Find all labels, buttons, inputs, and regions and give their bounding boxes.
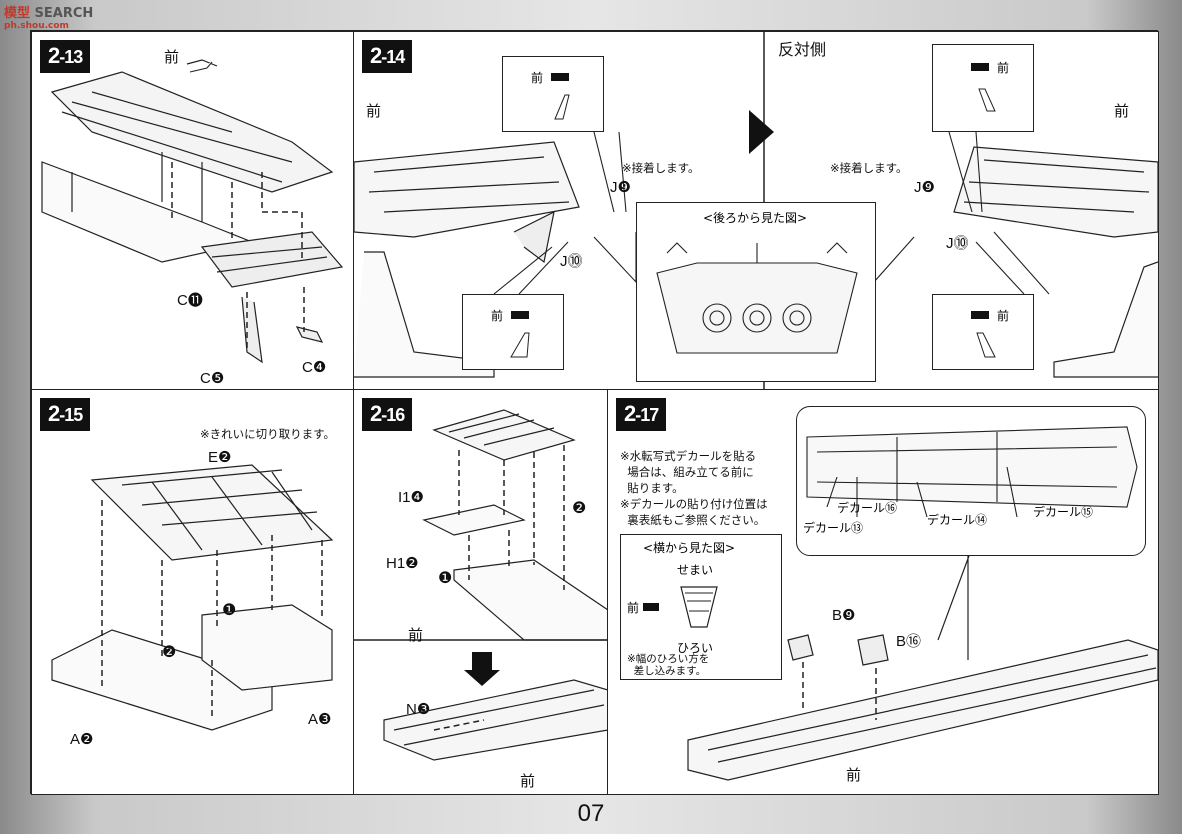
step-major: 2 — [370, 43, 382, 68]
front-label: 前 — [408, 627, 424, 644]
step-badge: 2-17 — [616, 398, 667, 431]
side-view-title: <横から見た図> — [643, 541, 736, 555]
illustration-2-16 — [354, 409, 608, 761]
cut-note: ※きれいに切り取ります。 — [200, 427, 335, 441]
decal-position-callout: デカール⑯ デカール⑬ デカール⑭ デカール⑮ — [796, 406, 1146, 556]
arrow-right-icon — [971, 311, 989, 319]
insert-note: ※幅のひろい方を 差し込みます。 — [627, 653, 710, 677]
watermark-sub: ph.shou.com — [4, 21, 69, 31]
step-badge: 2-14 — [362, 40, 413, 73]
part-sketch — [554, 94, 570, 120]
glue-note-right: ※接着します。 — [830, 161, 908, 175]
decal-15: デカール⑮ — [1033, 505, 1094, 519]
part-label-i1-4: I1❹ — [398, 489, 424, 506]
decal-note: ※水転写式デカールを貼る 場合は、組み立てる前に 貼ります。 ※デカールの貼り付… — [620, 449, 768, 527]
front-label: 前 — [491, 309, 504, 323]
detail-j10-left: 前 — [462, 294, 564, 370]
watermark-brand: 模型 — [4, 6, 31, 21]
order-1: ❶ — [222, 602, 237, 619]
part-label-b16: B⑯ — [896, 633, 922, 650]
part-label-n3: N❸ — [406, 701, 431, 718]
step-major: 2 — [624, 401, 636, 426]
arrow-left-icon — [551, 73, 569, 81]
rear-view-sketch — [656, 242, 858, 354]
step-minor: -17 — [635, 405, 659, 425]
step-major: 2 — [370, 401, 382, 426]
decal-14: デカール⑭ — [927, 513, 988, 527]
step-minor: -13 — [59, 47, 83, 67]
order-1: ❶ — [438, 570, 453, 587]
front-label: 前 — [997, 61, 1010, 75]
side-part-sketch — [680, 586, 718, 628]
narrow-label: せまい — [677, 563, 714, 577]
panel-2-15: 2-15 ※きれいに切り取ります。 E❷ A❷ A❸ ❶ ❷ — [31, 389, 355, 795]
arrow-left-icon — [643, 603, 659, 611]
arrow-left-icon — [511, 311, 529, 319]
opposite-side-label: 反対側 — [778, 42, 827, 59]
part-label-c4: C❹ — [302, 359, 327, 376]
wide-label: ひろい — [677, 641, 714, 655]
step-badge: 2-16 — [362, 398, 413, 431]
front-label-2: 前 — [520, 773, 536, 790]
watermark-text: SEARCH — [34, 6, 94, 21]
step-minor: -15 — [59, 405, 83, 425]
arrow-right-icon — [971, 63, 989, 71]
detail-j10-right: 前 — [932, 294, 1034, 370]
part-sketch — [510, 332, 530, 358]
front-label-2: 前 — [846, 767, 862, 784]
rear-view-box: <後ろから見た図> — [636, 202, 876, 382]
side-view-box: <横から見た図> せまい ひろい 前 ※幅のひろい方を 差し込みます。 — [620, 534, 782, 680]
front-label: 前 — [164, 49, 180, 66]
panel-2-17: 2-17 ※水転写式デカールを貼る 場合は、組み立てる前に 貼ります。 ※デカー… — [607, 389, 1159, 795]
instruction-sheet: 2-13 前 C⓫ C❹ C❺ — [30, 30, 1159, 795]
part-label-e2: E❷ — [208, 449, 232, 466]
part-sketch — [976, 332, 996, 358]
part-label-j9-left: J❾ — [610, 179, 631, 196]
part-label-c5: C❺ — [200, 370, 225, 387]
step-badge: 2-13 — [40, 40, 91, 73]
part-label-c11: C⓫ — [177, 292, 203, 309]
decal-16: デカール⑯ — [837, 501, 898, 515]
part-label-j10-right: J⓾ — [946, 235, 969, 252]
step-minor: -16 — [381, 405, 405, 425]
front-label: 前 — [627, 601, 640, 615]
order-2: ❷ — [572, 500, 587, 517]
part-label-h1-2: H1❷ — [386, 555, 419, 572]
front-label: 前 — [997, 309, 1010, 323]
part-label-a2: A❷ — [70, 731, 94, 748]
rear-view-title: <後ろから見た図> — [703, 211, 808, 225]
part-label-b9: B❾ — [832, 607, 856, 624]
detail-j9-left: 前 — [502, 56, 604, 132]
panel-2-13: 2-13 前 C⓫ C❹ C❺ — [31, 31, 355, 391]
illustration-2-17 — [687, 540, 1158, 781]
watermark: 模型 SEARCH ph.shou.com — [4, 2, 93, 31]
part-label-a3: A❸ — [308, 711, 332, 728]
front-label: 前 — [531, 71, 544, 85]
step-major: 2 — [48, 43, 60, 68]
order-2: ❷ — [162, 644, 177, 661]
illustration-2-13 — [41, 59, 344, 364]
step-minor: -14 — [381, 47, 405, 67]
front-label-left: 前 — [366, 103, 382, 120]
front-label-right: 前 — [1114, 103, 1130, 120]
panel-2-14: 2-14 前 前 反対側 ※接着します。 ※接着します。 J❾ J⓾ J❾ J⓾… — [353, 31, 1159, 391]
part-label-j10-left: J⓾ — [560, 253, 583, 270]
step-major: 2 — [48, 401, 60, 426]
glue-note-left: ※接着します。 — [622, 161, 700, 175]
part-label-j9-right: J❾ — [914, 179, 935, 196]
illustration-2-14 — [354, 32, 1158, 390]
panel-2-16: 2-16 I1❹ H1❷ N❸ ❶ ❷ 前 前 — [353, 389, 609, 795]
illustration-2-15 — [51, 464, 334, 731]
part-sketch — [978, 88, 996, 112]
page-number: 07 — [577, 800, 605, 827]
decal-13: デカール⑬ — [803, 521, 864, 535]
detail-j9-right: 前 — [932, 44, 1034, 132]
deck-sketch — [806, 426, 1138, 518]
step-badge: 2-15 — [40, 398, 91, 431]
